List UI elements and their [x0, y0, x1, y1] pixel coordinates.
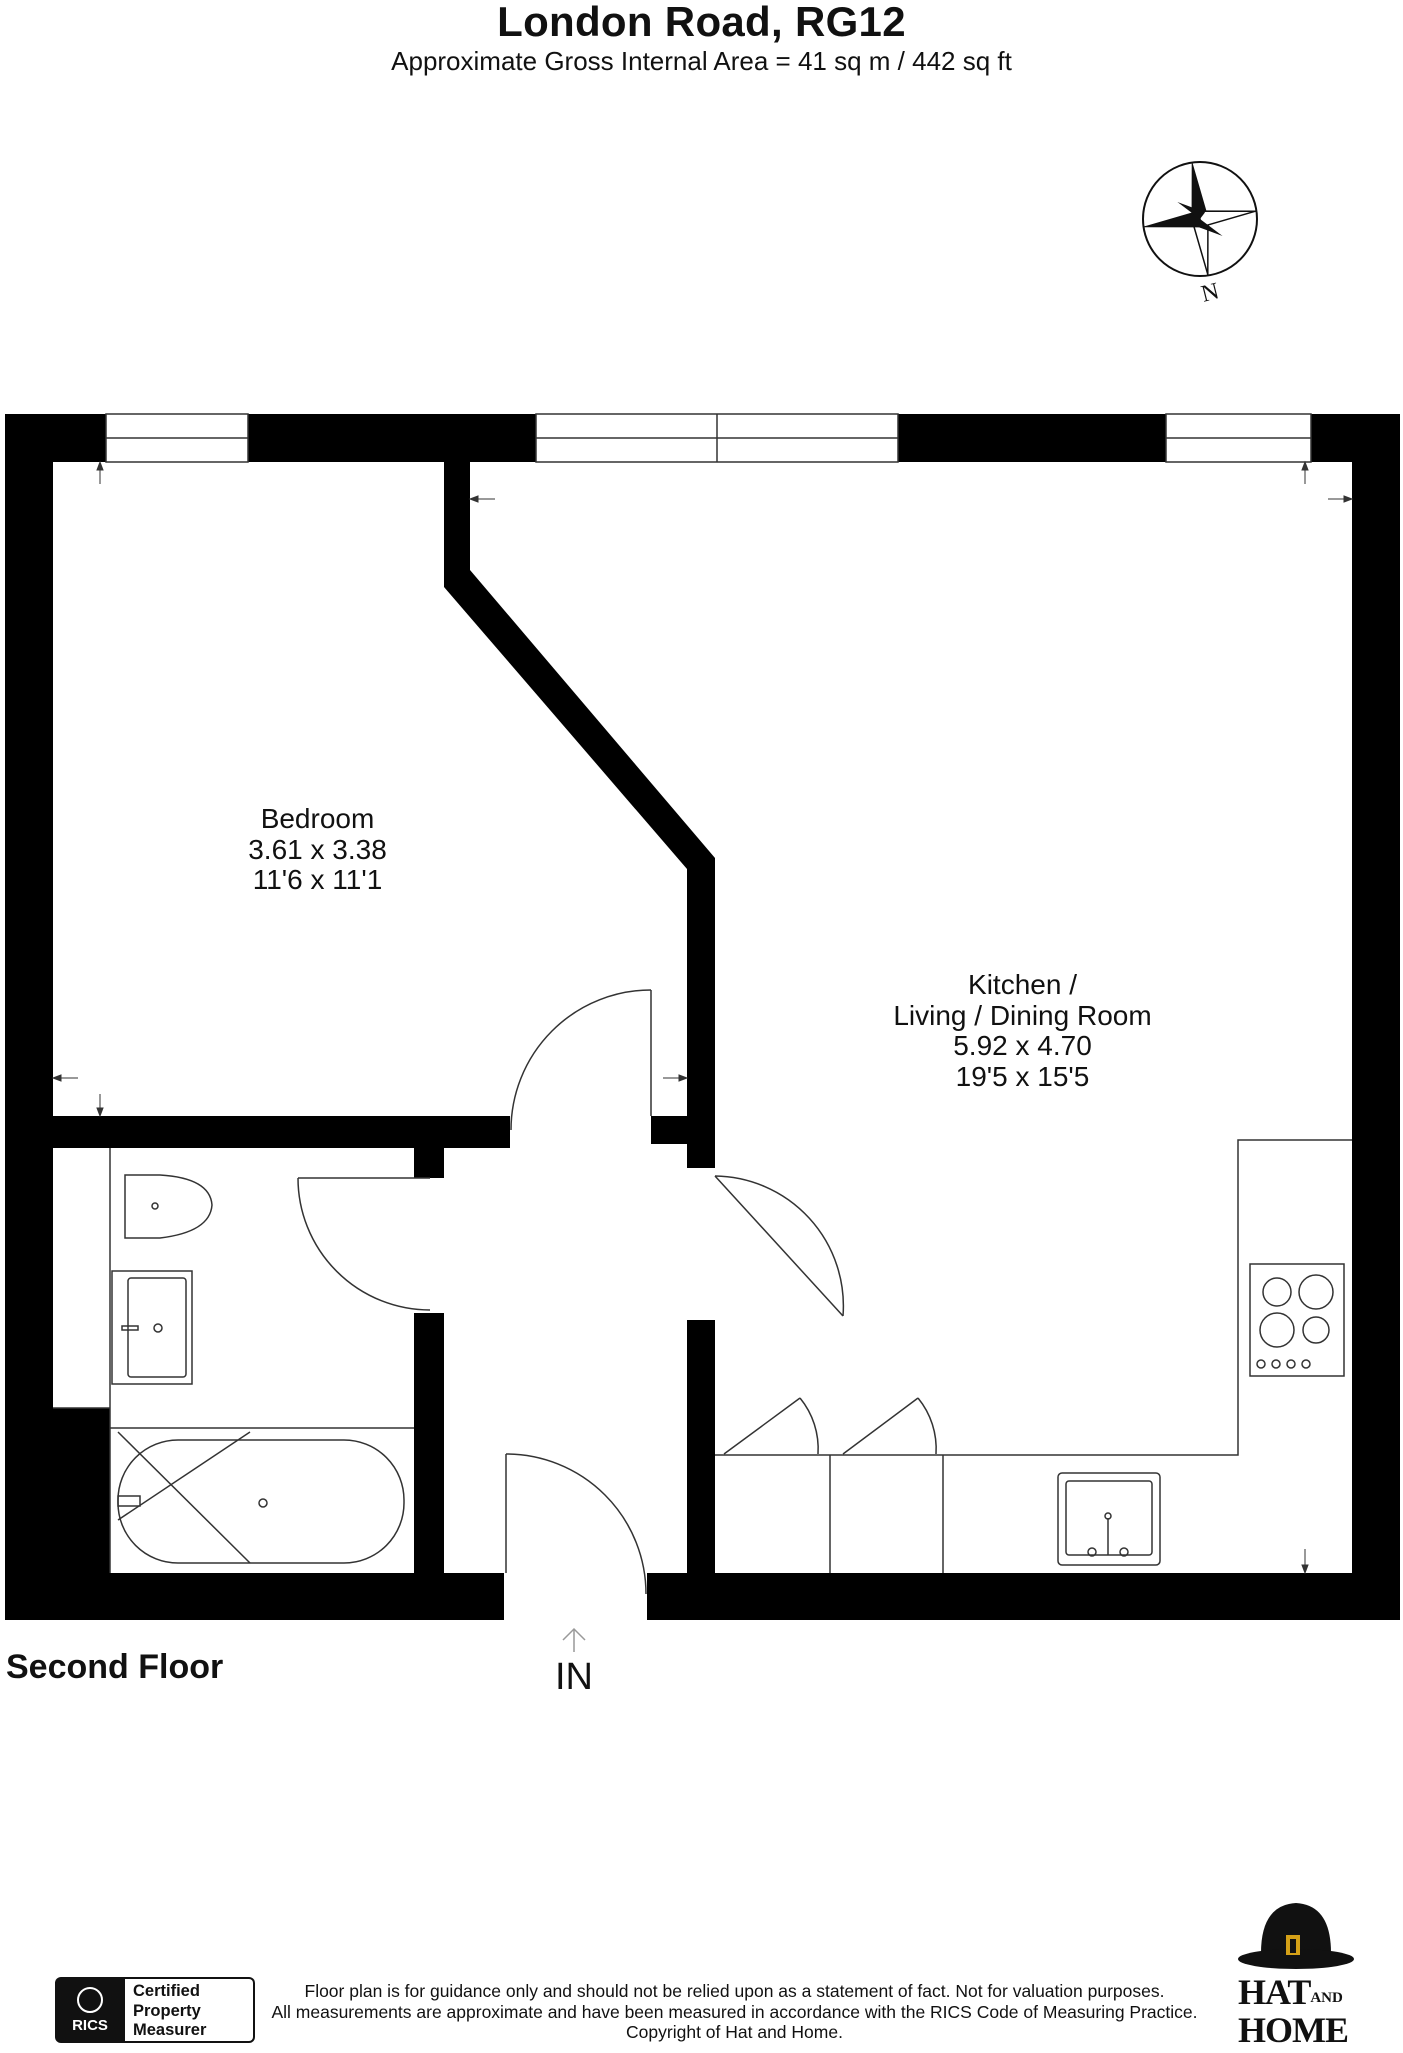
- kitchen-metric: 5.92 x 4.70: [953, 1030, 1092, 1061]
- brand-word-home: HOME: [1238, 2010, 1349, 2050]
- bedroom-imperial: 11'6 x 11'1: [252, 864, 383, 895]
- area-subtitle: Approximate Gross Internal Area = 41 sq …: [391, 46, 1012, 76]
- rics-line3: Measurer: [133, 2021, 207, 2039]
- bathtub-icon: [117, 1439, 405, 1564]
- rics-line2: Property: [133, 2001, 201, 2020]
- toilet-icon: [124, 1174, 213, 1239]
- kitchen-fittings: [715, 1139, 1352, 1573]
- rics-logo: RICS: [55, 1977, 125, 2043]
- bowler-hat-icon: [1238, 1903, 1354, 1969]
- basin-icon: [111, 1270, 193, 1385]
- entry-label: IN: [555, 1656, 593, 1698]
- rics-badge-text: Certified Property Measurer: [125, 1977, 255, 2043]
- kitchen-imperial: 19'5 x 15'5: [955, 1060, 1090, 1092]
- rics-certified-badge: RICS Certified Property Measurer: [55, 1977, 255, 2043]
- hob-icon: [1249, 1263, 1345, 1377]
- windows: [105, 413, 1312, 463]
- compass-rose-icon: N: [1142, 161, 1258, 308]
- rics-crest-icon: [77, 1987, 103, 2013]
- bedroom-metric: 3.61 x 3.38: [248, 833, 387, 865]
- bathroom-fittings: [53, 1148, 414, 1573]
- bedroom-name: Bedroom: [260, 803, 375, 834]
- entry-arrow-icon: [562, 1627, 586, 1652]
- plan-title: London Road, RG12: [497, 0, 906, 45]
- rics-line1: Certified: [133, 1982, 200, 2000]
- kitchen-name-line2: Living / Dining Room: [893, 999, 1152, 1031]
- disclaimer-line1: Floor plan is for guidance only and shou…: [304, 1981, 1165, 2001]
- hat-and-home-logo: HATAND HOME: [1236, 1893, 1356, 2048]
- door-swings: [297, 989, 937, 1595]
- compass-north-label: N: [1199, 278, 1222, 307]
- kitchen-name-line1: Kitchen /: [968, 969, 1077, 1000]
- kitchen-sink-icon: [1057, 1472, 1161, 1566]
- brand-word-hat: HAT: [1238, 1972, 1311, 2012]
- disclaimer-line3: Copyright of Hat and Home.: [626, 2022, 843, 2042]
- brand-word-and: AND: [1310, 1990, 1343, 2006]
- kitchen-label: Kitchen / Living / Dining Room 5.92 x 4.…: [850, 969, 1195, 1092]
- floor-label: Second Floor: [6, 1648, 224, 1686]
- brand-wordmark: HATAND HOME: [1238, 1974, 1349, 2053]
- disclaimer: Floor plan is for guidance only and shou…: [232, 1981, 1237, 2043]
- bedroom-label: Bedroom 3.61 x 3.38 11'6 x 11'1: [200, 803, 435, 896]
- walls: [5, 414, 1400, 1620]
- disclaimer-line2: All measurements are approximate and hav…: [271, 2001, 1198, 2022]
- measurement-markers: [51, 460, 1354, 1575]
- rics-mark: RICS: [72, 2017, 108, 2034]
